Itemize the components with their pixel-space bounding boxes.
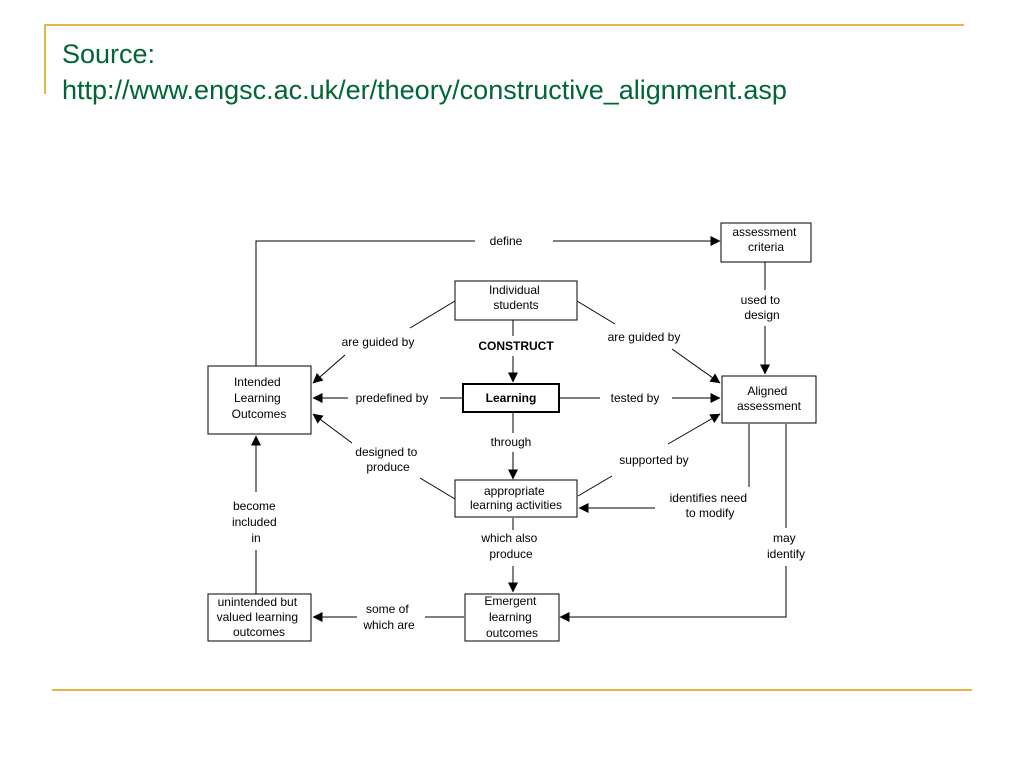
svg-text:Individual students: Individual students — [489, 283, 543, 312]
svg-text:appropriate learning act: appropriate learning activities — [470, 484, 562, 512]
label-some-of-which-line: which are — [362, 618, 415, 632]
node-unintended-line: outcomes — [233, 625, 285, 639]
label-predefined-by: predefined by — [356, 391, 429, 405]
svg-text:Emergent learning: Emergent learning outcomes — [484, 594, 539, 640]
label-become-included-line: in — [251, 531, 260, 545]
label-identifies-need-line: identifies need — [670, 491, 747, 505]
title-source-label: Source: — [62, 39, 156, 69]
node-individual-students-line: students — [493, 298, 538, 312]
edge-labels: define used to design are guided by are … — [232, 234, 805, 632]
node-learning-label: Learning — [486, 391, 537, 405]
connector-guided-left-bottom — [312, 354, 346, 384]
node-emergent-line: learning — [489, 610, 532, 624]
label-may-identify-line: identify — [767, 547, 805, 561]
label-identifies-need-line: to modify — [686, 506, 735, 520]
label-supported-by: supported by — [619, 453, 688, 467]
label-become-included-line: included — [232, 515, 277, 529]
label-become-included-line: become — [233, 499, 276, 513]
node-emergent-line: outcomes — [486, 626, 538, 640]
connector-designed-top — [312, 413, 353, 444]
node-aligned-assessment-line: assessment — [737, 399, 802, 413]
label-used-to-design-line: used to — [741, 293, 781, 307]
svg-text:identifies need to modif: identifies need to modify — [670, 491, 751, 520]
label-designed-to-produce-line: produce — [366, 460, 410, 474]
svg-text:used to design: used to design — [741, 293, 784, 322]
node-activities-line: learning activities — [470, 498, 562, 512]
connector-define-left — [255, 240, 475, 366]
node-aligned-assessment-line: Aligned — [747, 384, 787, 398]
label-define: define — [490, 234, 523, 248]
label-used-to-design-line: design — [744, 308, 779, 322]
left-accent-rule — [44, 24, 46, 94]
node-emergent-outcomes: Emergent learning outcomes — [464, 593, 560, 642]
label-which-also-produce-line: which also — [480, 531, 537, 545]
node-appropriate-learning-activities: appropriate learning activities — [454, 479, 578, 518]
label-tested-by: tested by — [611, 391, 660, 405]
node-intended-learning-outcomes: Intended Learning Outcomes — [207, 365, 312, 435]
svg-text:unintended but valued le: unintended but valued learning outcomes — [217, 595, 302, 639]
svg-text:which also produce: which also produce — [480, 531, 540, 561]
slide-title: Source: http://www.engsc.ac.uk/er/theory… — [62, 36, 787, 108]
connector-may-identify-bottom — [559, 566, 787, 622]
connectors — [251, 236, 787, 622]
connector-guided-right-top — [576, 300, 616, 325]
bottom-accent-rule — [52, 689, 972, 691]
connector-supported-top — [667, 413, 721, 445]
connector-guided-left-top — [409, 300, 456, 329]
node-learning: Learning — [462, 383, 560, 413]
node-emergent-line: Emergent — [484, 594, 537, 608]
title-source-url: http://www.engsc.ac.uk/er/theory/constru… — [62, 75, 787, 105]
label-are-guided-by-right: are guided by — [608, 330, 681, 344]
node-intended-outcomes-line: Learning — [234, 391, 281, 405]
label-may-identify-line: may — [773, 531, 796, 545]
label-some-of-which-line: some of — [366, 602, 409, 616]
node-intended-outcomes-line: Outcomes — [232, 407, 287, 421]
label-construct: CONSTRUCT — [478, 339, 554, 353]
node-individual-students: Individual students — [454, 280, 578, 321]
svg-text:Aligned assessment: Aligned assessment — [737, 384, 802, 413]
node-assessment-criteria: assessment criteria — [720, 222, 812, 263]
node-activities-line: appropriate — [484, 484, 545, 498]
svg-text:become included in: become included in — [232, 499, 280, 545]
connector-supported-bottom — [577, 475, 613, 497]
node-intended-outcomes-line: Intended — [234, 375, 281, 389]
label-through: through — [491, 435, 532, 449]
node-unintended-outcomes: unintended but valued learning outcomes — [207, 593, 312, 642]
svg-text:some of which are: some of which are — [362, 602, 415, 632]
svg-text:may identify: may identify — [767, 531, 805, 561]
node-aligned-assessment: Aligned assessment — [721, 375, 817, 424]
node-individual-students-line: Individual — [489, 283, 540, 297]
top-accent-rule — [44, 24, 964, 26]
connector-designed-bottom — [419, 477, 456, 500]
connector-guided-right-bottom — [671, 348, 721, 384]
node-unintended-line: unintended but — [218, 595, 298, 609]
label-designed-to-produce-line: designed to — [355, 445, 417, 459]
node-assessment-criteria-line: assessment — [732, 225, 797, 239]
svg-text:designed to produce: designed to produce — [355, 445, 420, 474]
node-unintended-line: valued learning — [217, 610, 298, 624]
svg-text:Intended Learning: Intended Learning Outcomes — [232, 375, 287, 421]
node-assessment-criteria-line: criteria — [748, 240, 784, 254]
label-are-guided-by-left: are guided by — [342, 335, 415, 349]
svg-text:assessment criteria: assessment criteria — [732, 225, 799, 254]
label-which-also-produce-line: produce — [489, 547, 533, 561]
